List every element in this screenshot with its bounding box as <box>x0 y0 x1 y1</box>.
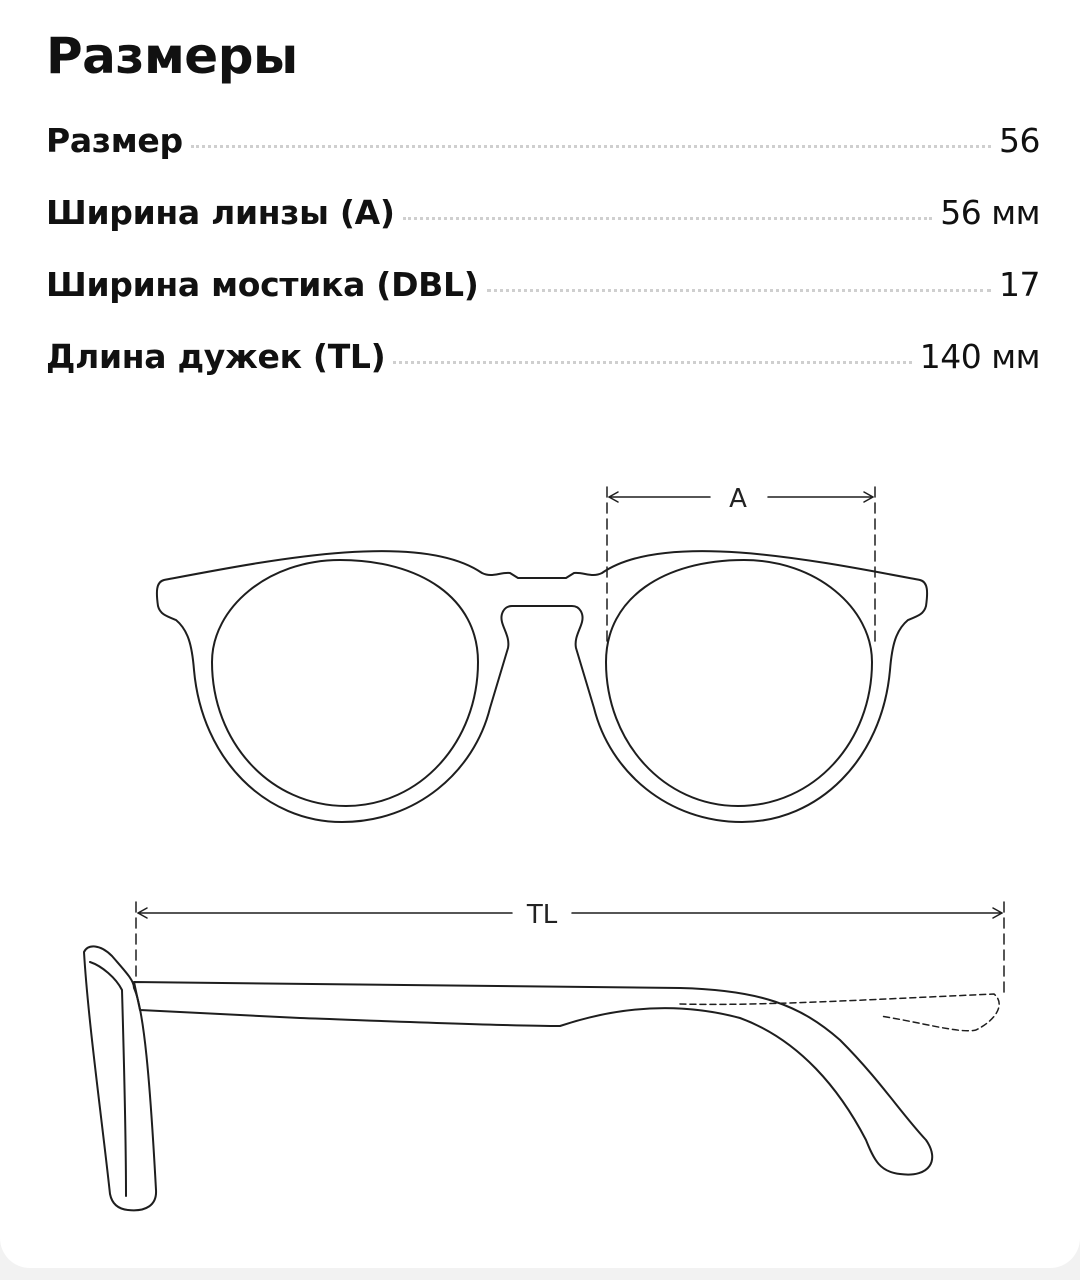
right-lens <box>605 559 873 807</box>
dotted-leader <box>190 145 991 148</box>
temple-arm <box>133 981 934 1176</box>
dotted-leader <box>393 361 912 364</box>
page-title: Размеры <box>46 27 298 85</box>
spec-value: 56 мм <box>940 193 1040 232</box>
front-rim-side <box>83 945 158 1212</box>
frame-outline <box>155 550 929 823</box>
temple-tip-dashed <box>679 993 1000 1032</box>
spec-value: 17 <box>999 265 1041 304</box>
dotted-leader <box>486 289 991 292</box>
spec-label: Длина дужек (TL) <box>46 337 386 376</box>
spec-label: Размер <box>46 121 183 160</box>
spec-label: Ширина линзы (A) <box>46 193 395 232</box>
spec-row-lens-width: Ширина линзы (A) 56 мм <box>46 189 1040 237</box>
glasses-front-illustration <box>155 550 929 823</box>
spec-row-size: Размер 56 <box>46 117 1041 165</box>
dotted-leader <box>402 217 933 220</box>
spec-value: 56 <box>999 121 1041 160</box>
lens-edge <box>89 961 127 1197</box>
spec-label: Ширина мостика (DBL) <box>46 265 479 304</box>
spec-value: 140 мм <box>919 337 1041 376</box>
dimension-a-label: A <box>729 484 747 514</box>
spec-row-bridge-width: Ширина мостика (DBL) 17 <box>46 261 1041 309</box>
dimension-tl-label: TL <box>526 900 558 930</box>
spec-row-temple-length: Длина дужек (TL) 140 мм <box>46 333 1041 381</box>
left-lens <box>211 559 479 807</box>
dimension-a-indicator <box>606 486 876 646</box>
dimension-tl-indicator <box>135 901 1005 996</box>
glasses-side-illustration <box>83 945 1000 1212</box>
